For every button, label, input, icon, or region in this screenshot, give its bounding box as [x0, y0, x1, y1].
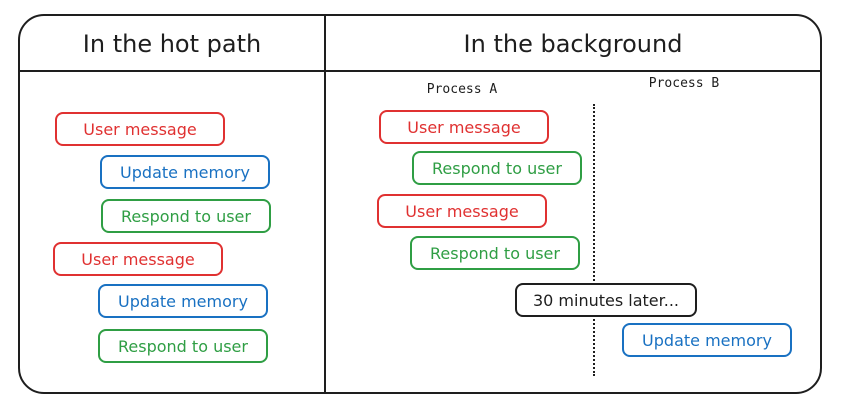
bg-respond-2: Respond to user: [410, 236, 580, 270]
hot-user-message-1: User message: [55, 112, 225, 146]
delay-note: 30 minutes later...: [515, 283, 697, 317]
process-b-label: Process B: [648, 76, 720, 91]
bg-update-memory: Update memory: [622, 323, 792, 357]
hot-path-title: In the hot path: [82, 30, 262, 58]
hot-update-memory-2: Update memory: [98, 284, 268, 318]
bg-respond-1: Respond to user: [412, 151, 582, 185]
column-divider: [324, 14, 326, 394]
bg-user-message-1: User message: [379, 110, 549, 144]
diagram-frame: [18, 14, 822, 394]
header-divider: [18, 70, 822, 72]
process-a-label: Process A: [426, 82, 498, 97]
background-title: In the background: [463, 30, 683, 58]
hot-user-message-2: User message: [53, 242, 223, 276]
bg-user-message-2: User message: [377, 194, 547, 228]
hot-respond-1: Respond to user: [101, 199, 271, 233]
hot-update-memory-1: Update memory: [100, 155, 270, 189]
hot-respond-2: Respond to user: [98, 329, 268, 363]
process-divider: [593, 104, 595, 376]
